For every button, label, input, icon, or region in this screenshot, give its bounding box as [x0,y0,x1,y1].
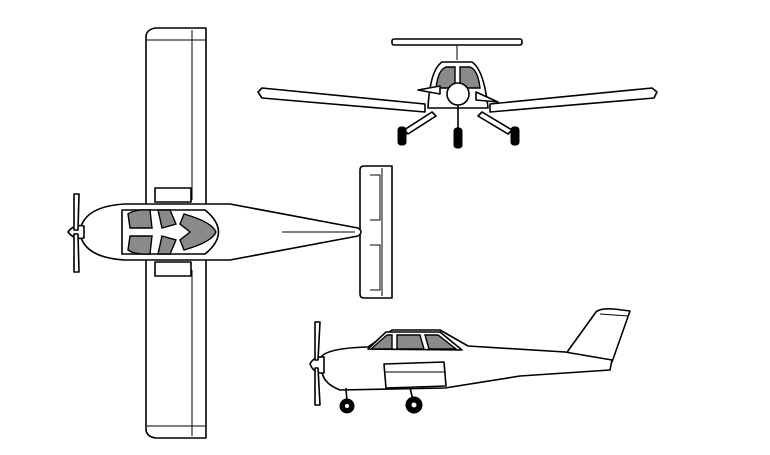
top-view [67,27,393,439]
top-view-root-fairing-upper [154,187,192,203]
top-view-glass-mid-lower [157,235,177,255]
front-view-horizontal-tail [391,38,523,46]
front-view-nose-wheel [453,127,463,149]
side-view-main-wheel-hub [410,401,418,409]
side-view-glass-rear [424,334,459,350]
top-view-prop-blade-upper [73,193,80,231]
top-view-root-fairing-lower [154,261,192,277]
front-view-prop-blade-left [417,85,441,95]
top-view-horizontal-tail [359,165,393,299]
side-view-vertical-tail [564,308,631,363]
front-view-main-wheel-left [397,126,407,146]
top-view-glass-front-lower [127,235,153,255]
front-view-main-gear-right-strut [477,111,513,135]
front-view-wing-left [257,87,426,113]
side-view-wing-root [383,361,447,389]
side-view-glass-front [369,334,393,350]
front-view-wing-right [489,87,658,113]
front-view-main-gear-left-strut [403,111,437,135]
front-view-windshield-left [435,66,456,89]
side-view-nose-wheel-hub [344,403,350,409]
side-view [309,308,631,414]
side-view-spinner [309,356,325,374]
top-view-glass-mid-upper [157,209,177,229]
side-view-fin-cap [599,313,629,317]
top-view-prop-blade-lower [73,233,80,273]
side-view-fuselage [321,329,613,391]
top-view-glass-rear [179,213,217,251]
side-view-prop-blade-upper [314,321,321,361]
front-view-windshield-right [459,66,481,89]
top-view-elevator-upper [370,174,381,221]
front-view-main-wheel-right [510,126,520,146]
top-view-elevator-lower [370,244,381,291]
top-view-spinner [67,224,85,240]
top-view-glass-front-upper [127,209,153,229]
side-view-prop-blade-lower [314,367,321,406]
front-view-spinner [446,82,470,106]
side-view-glass-mid [396,334,425,350]
front-view [257,38,658,149]
front-view-prop-blade-right [475,91,499,103]
